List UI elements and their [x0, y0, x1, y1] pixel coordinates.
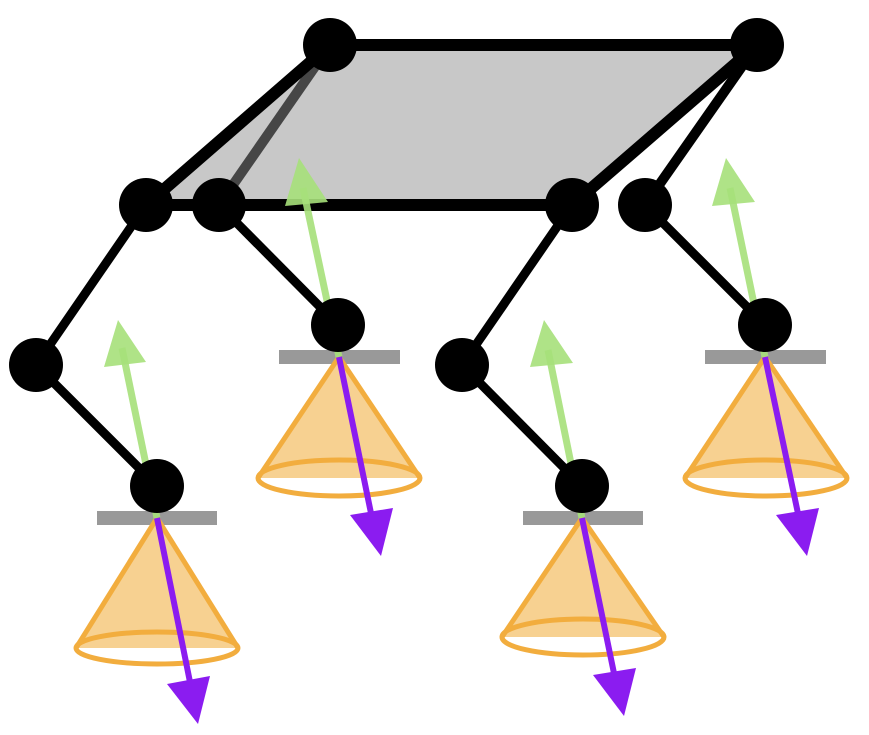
body-corner-joint-icon: [303, 18, 357, 72]
foot-icon: [738, 298, 792, 352]
friction-cone-edge: [762, 355, 850, 480]
contact-force-arrow: [579, 517, 619, 684]
contact-force-arrowhead: [593, 668, 636, 716]
contact-force-arrowhead: [167, 676, 210, 724]
body-inner-edge: [214, 42, 335, 208]
foot-icon: [311, 298, 365, 352]
shin-link: [458, 361, 586, 490]
normal-vector-arrowhead: [530, 320, 573, 367]
contact-force-arrow: [154, 517, 195, 693]
friction-cone-edge: [336, 355, 423, 480]
thigh-link: [32, 202, 150, 368]
knee-joint-icon: [9, 338, 63, 392]
friction-cone-base: [73, 629, 241, 667]
friction-cone-edge: [73, 516, 160, 650]
friction-cone-icon: [685, 357, 847, 478]
shin-link: [641, 201, 769, 329]
contact-force-arrow: [762, 356, 803, 524]
friction-cone-edge: [682, 355, 768, 480]
thigh-link: [458, 202, 576, 368]
leg-back-left: [192, 158, 423, 556]
hip-joint-icon: [192, 178, 246, 232]
friction-cone-edge: [154, 516, 241, 650]
foot-icon: [555, 459, 609, 513]
contact-force-arrow: [336, 356, 376, 524]
shin-link: [32, 361, 161, 490]
friction-cone-edge: [255, 355, 342, 480]
normal-vector-arrowhead: [712, 158, 755, 206]
friction-cone-icon: [258, 357, 420, 478]
leg-front-right: [435, 178, 667, 716]
friction-cone-icon: [76, 518, 238, 648]
friction-cone-base: [682, 457, 850, 499]
normal-vector-arrowhead: [285, 158, 328, 206]
leg-front-left: [9, 178, 241, 724]
foot-icon: [130, 459, 184, 513]
friction-cone-edge: [499, 516, 585, 639]
body-corner-joint-icon: [730, 18, 784, 72]
hip-joint-icon: [119, 178, 173, 232]
hip-joint-icon: [618, 178, 672, 232]
robot-body: [140, 39, 763, 211]
shin-link: [215, 201, 342, 329]
normal-vector-arrowhead: [104, 320, 146, 367]
friction-cone-base: [255, 457, 423, 499]
friction-cone-icon: [502, 518, 664, 637]
leg-back-right: [618, 158, 850, 556]
contact-force-arrowhead: [350, 508, 393, 556]
knee-joint-icon: [435, 338, 489, 392]
contact-force-arrowhead: [776, 508, 819, 556]
friction-cone-edge: [579, 516, 667, 639]
hip-joint-icon: [545, 178, 599, 232]
body-inner-edge-right: [640, 42, 762, 208]
friction-cone-base: [499, 616, 667, 658]
